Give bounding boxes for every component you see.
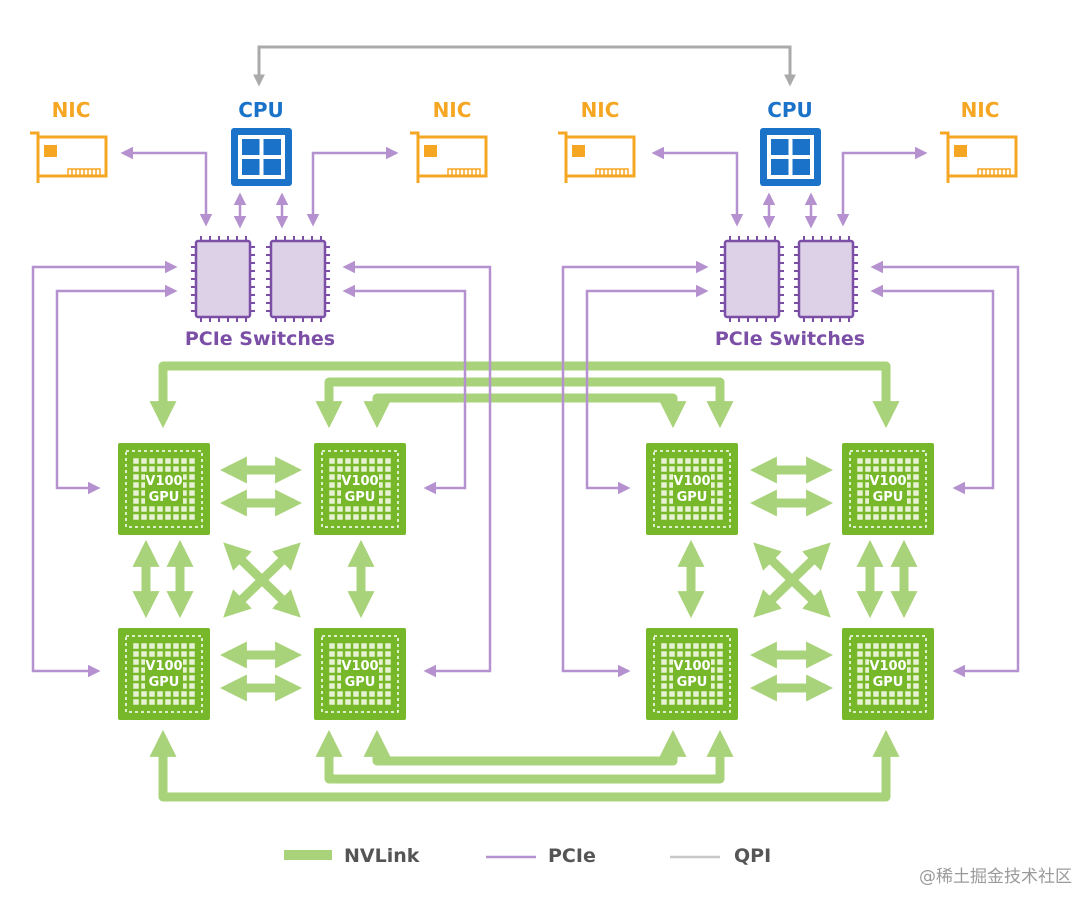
pcie-switch	[720, 236, 784, 322]
nvlink-cross-links	[149, 361, 900, 802]
pcie-link	[561, 260, 709, 678]
nic-label: NIC	[961, 98, 1000, 122]
nvlink-link	[753, 542, 831, 618]
nvlink-top-inner	[363, 393, 687, 429]
pcie-switch-group	[191, 236, 858, 322]
pcie-switches-label: PCIe Switches	[715, 328, 865, 350]
pcie-gpu-links	[31, 260, 1020, 678]
cpu-chip	[760, 128, 821, 186]
pcie-switch	[266, 236, 330, 322]
nvlink-top-middle	[315, 377, 734, 429]
pcie-link	[31, 260, 178, 678]
nic-card	[558, 131, 636, 183]
gpu-label-model: V100	[145, 659, 182, 674]
nic-card	[30, 131, 108, 183]
pcie-link	[585, 284, 709, 495]
nic-card	[410, 131, 488, 183]
nic-label: NIC	[581, 98, 620, 122]
nic-card	[940, 131, 1018, 183]
nic-label: NIC	[52, 98, 91, 122]
pcie-link	[870, 260, 1020, 678]
legend-label-nvlink: NVLink	[344, 845, 420, 867]
gpu-label-model: V100	[673, 474, 710, 489]
gpu-label-type: GPU	[677, 675, 708, 690]
gpu-group: V100GPUV100GPUV100GPUV100GPUV100GPUV100G…	[118, 443, 934, 720]
gpu-label-type: GPU	[149, 675, 180, 690]
gpu-label-model: V100	[341, 659, 378, 674]
cpu-label: CPU	[238, 98, 284, 122]
pcie-switches-label: PCIe Switches	[185, 328, 335, 350]
gpu-label-model: V100	[673, 659, 710, 674]
gpu-label-model: V100	[869, 474, 906, 489]
gpu-label-type: GPU	[345, 675, 376, 690]
nvlink-link	[223, 542, 301, 618]
pcie-link	[342, 260, 492, 678]
pcie-link	[306, 146, 399, 227]
gpu-label-model: V100	[145, 474, 182, 489]
gpu-label-type: GPU	[873, 675, 904, 690]
nvlink-top-outer	[149, 361, 900, 429]
gpu-label-model: V100	[341, 474, 378, 489]
pcie-link	[55, 284, 178, 495]
gpu-label-type: GPU	[149, 490, 180, 505]
pcie-link	[651, 146, 744, 227]
pcie-switch	[794, 236, 858, 322]
gpu-label-type: GPU	[345, 490, 376, 505]
pcie-switch	[191, 236, 255, 322]
nvlink-bottom-inner	[363, 729, 687, 766]
gpu-label-type: GPU	[677, 490, 708, 505]
legend-label-qpi: QPI	[734, 845, 771, 867]
legend-label-pcie: PCIe	[548, 845, 596, 867]
gpu-label-type: GPU	[873, 490, 904, 505]
qpi-link	[253, 45, 796, 87]
nvlink-local-links	[132, 456, 918, 702]
pcie-link	[870, 284, 995, 495]
legend: NVLink PCIe QPI	[284, 845, 771, 867]
pcie-link	[836, 146, 928, 227]
pcie-link	[120, 146, 213, 227]
gpu-label-model: V100	[869, 659, 906, 674]
watermark: @稀土掘金技术社区	[919, 867, 1072, 887]
nvlink-bottom-outer	[149, 729, 900, 802]
cpu-chip	[231, 128, 292, 186]
pcie-host-links	[120, 146, 928, 229]
nic-label: NIC	[433, 98, 472, 122]
cpu-label: CPU	[767, 98, 813, 122]
pcie-link	[342, 284, 467, 495]
nvlink-bottom-middle	[315, 729, 734, 784]
